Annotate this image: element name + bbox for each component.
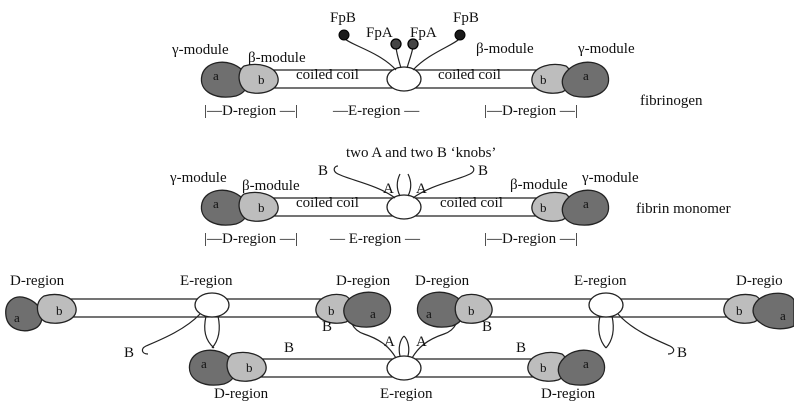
upper-mid-left-a: a [370, 306, 376, 321]
monomer-e-node [387, 195, 421, 219]
fibrin-monomer-molecule: two A and two B ‘knobs’ B A A B γ-module… [169, 145, 731, 247]
upper-d-far-right-gamma [753, 293, 794, 329]
fpa-left-label: FpA [366, 25, 393, 41]
lower-e-region: E-region [380, 386, 433, 402]
coiled-coil-right-label: coiled coil [438, 67, 501, 83]
knob-a-right-tether [408, 174, 411, 196]
upper-e-node-left [195, 293, 229, 317]
upper-d-mid-left-gamma [344, 292, 391, 327]
beta-module-right-label: β-module [476, 41, 534, 57]
upper-e-region-left: E-region [180, 273, 233, 289]
lower-e-node [387, 356, 421, 380]
b-label-lower-left: B [284, 340, 294, 356]
upper-mid-right-a: a [426, 306, 432, 321]
fpb-left-ball [339, 30, 349, 40]
a-knob-left [399, 336, 404, 356]
fpb-right-ball [455, 30, 465, 40]
a-knob-right [404, 336, 409, 356]
upper-d-region-mid-right: D-region [415, 273, 470, 289]
b-label-far-right: B [677, 345, 687, 361]
fpb-right-label: FpB [453, 10, 479, 26]
monomer-ruler-e: — E-region — [329, 231, 421, 247]
upper-d-far-left-gamma [6, 297, 42, 331]
beta-module-left-label: β-module [248, 50, 306, 66]
lower-right-b: b [540, 360, 547, 375]
fpb-left-tether [344, 38, 396, 70]
knob-b-right-label: B [478, 163, 488, 179]
b-tether-upper-left [142, 314, 200, 354]
ruler-d-region-left: |—D-region —| [204, 103, 298, 119]
ruler-d-region-right: |—D-region —| [484, 103, 578, 119]
b-label-lower-right: B [516, 340, 526, 356]
subunit-a-right: a [583, 68, 589, 83]
upper-e-node-right [589, 293, 623, 317]
lower-left-a: a [201, 356, 207, 371]
subunit-b-left: b [258, 72, 265, 87]
b-label-mid-left: B [322, 319, 332, 335]
knob-b-left-label: B [318, 163, 328, 179]
fpa-right-label: FpA [410, 25, 437, 41]
upper-far-right-b: b [736, 303, 743, 318]
upper-far-left-a: a [14, 310, 20, 325]
b-label-far-left: B [124, 345, 134, 361]
monomer-sub-a-left: a [213, 196, 219, 211]
ruler-e-region: —E-region — [332, 103, 420, 119]
monomer-ruler-d-left: |—D-region —| [204, 231, 298, 247]
upper-d-region-mid-left: D-region [336, 273, 391, 289]
monomer-gamma-right-label: γ-module [581, 170, 639, 186]
monomer-sub-b-left: b [258, 200, 265, 215]
monomer-sub-b-right: b [540, 200, 547, 215]
a-tether-upper-left [205, 316, 214, 348]
monomer-beta-left-label: β-module [242, 178, 300, 194]
lower-right-a: a [583, 356, 589, 371]
monomer-sub-a-right: a [583, 196, 589, 211]
knob-a-left-label: A [383, 181, 394, 197]
fpb-left-label: FpB [330, 10, 356, 26]
monomer-gamma-left-label: γ-module [169, 170, 227, 186]
monomer-beta-right-label: β-module [510, 177, 568, 193]
upper-d-region-far-right: D-regio [736, 273, 783, 289]
fpb-right-tether [413, 38, 460, 70]
fibrinogen-title: fibrinogen [640, 93, 703, 109]
knob-a-right-label: A [416, 181, 427, 197]
fibrinogen-e-node [387, 67, 421, 91]
lower-d-region-right: D-region [541, 386, 596, 402]
b-label-mid-right: B [482, 319, 492, 335]
monomer-coiled-coil-left: coiled coil [296, 195, 359, 211]
subunit-b-right: b [540, 72, 547, 87]
lower-d-right-gamma [558, 350, 604, 385]
a-label-lower-right: A [416, 334, 427, 350]
gamma-module-left-label: γ-module [171, 42, 229, 58]
lower-d-region-left: D-region [214, 386, 269, 402]
upper-far-left-b: b [56, 303, 63, 318]
fibrin-monomer-title: fibrin monomer [636, 201, 731, 217]
knob-a-left-tether [397, 174, 400, 196]
monomer-ruler-d-right: |—D-region —| [484, 231, 578, 247]
a-label-lower-left: A [384, 334, 395, 350]
b-tether-upper-right [618, 314, 674, 354]
a-tether-upper-right [599, 316, 606, 348]
upper-mid-left-b: b [328, 303, 335, 318]
a-tether-upper-right-2 [606, 316, 613, 348]
fibrinogen-molecule: FpB FpA FpA FpB γ-module β-module β-modu… [171, 10, 703, 119]
protofibril: D-region E-region D-region D-region E-re… [6, 273, 794, 402]
coiled-coil-left-label: coiled coil [296, 67, 359, 83]
upper-d-region-far-left: D-region [10, 273, 65, 289]
lower-left-b: b [246, 360, 253, 375]
upper-mid-right-b: b [468, 303, 475, 318]
subunit-a-left: a [213, 68, 219, 83]
gamma-module-right-label: γ-module [577, 41, 635, 57]
knobs-title: two A and two B ‘knobs’ [346, 145, 496, 161]
upper-e-region-right: E-region [574, 273, 627, 289]
upper-far-right-a: a [780, 308, 786, 323]
a-tether-upper-left-2 [212, 316, 219, 348]
monomer-coiled-coil-right: coiled coil [440, 195, 503, 211]
